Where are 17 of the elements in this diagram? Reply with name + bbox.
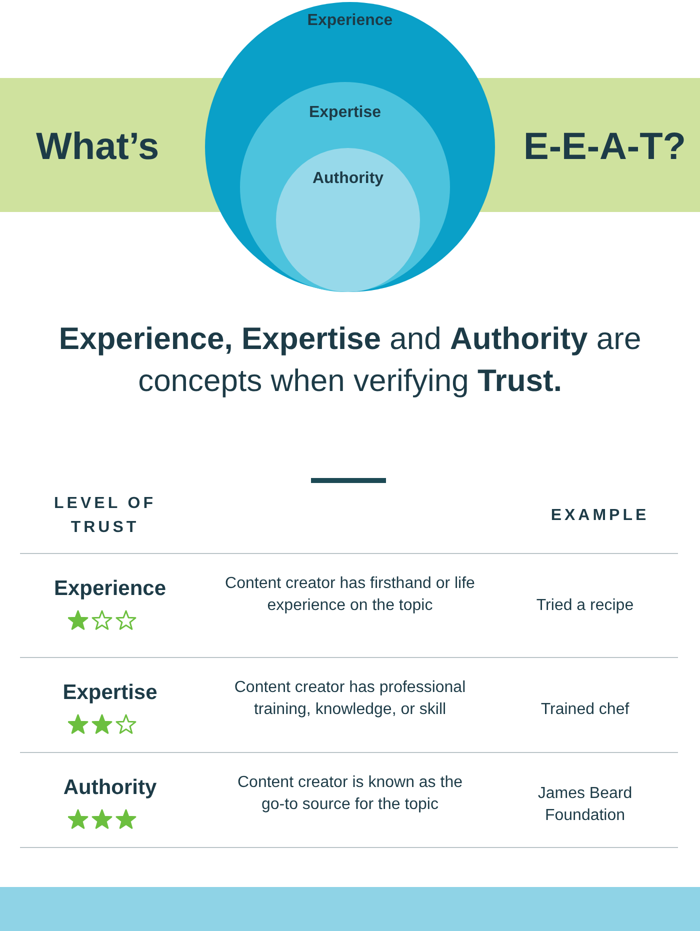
level-name: Expertise bbox=[62, 681, 158, 705]
heading: What’s bbox=[36, 126, 160, 169]
description: Content creator has firsthand or life experience on the topic bbox=[225, 574, 475, 616]
heading: E-E-A-T? bbox=[523, 126, 686, 169]
circle-label: Expertise bbox=[308, 104, 382, 123]
description: Content creator has professional training, knowledge, or skill bbox=[233, 678, 467, 720]
example: Tried a recipe bbox=[535, 596, 635, 616]
example: James Beard Foundation bbox=[536, 784, 634, 826]
statement: Experience, Expertise and Authority are concepts when verifying Trust. bbox=[58, 320, 642, 400]
circle-label: Experience bbox=[307, 12, 393, 31]
circle-label: Authority bbox=[312, 170, 384, 189]
example: Trained chef bbox=[540, 700, 630, 720]
level-name: Experience bbox=[52, 577, 168, 601]
column-header: LEVEL OF TRUST bbox=[53, 494, 157, 538]
column-header: EXAMPLE bbox=[550, 506, 650, 526]
level-name: Authority bbox=[62, 776, 158, 800]
description: Content creator is known as the go-to source for the topic bbox=[236, 773, 464, 815]
